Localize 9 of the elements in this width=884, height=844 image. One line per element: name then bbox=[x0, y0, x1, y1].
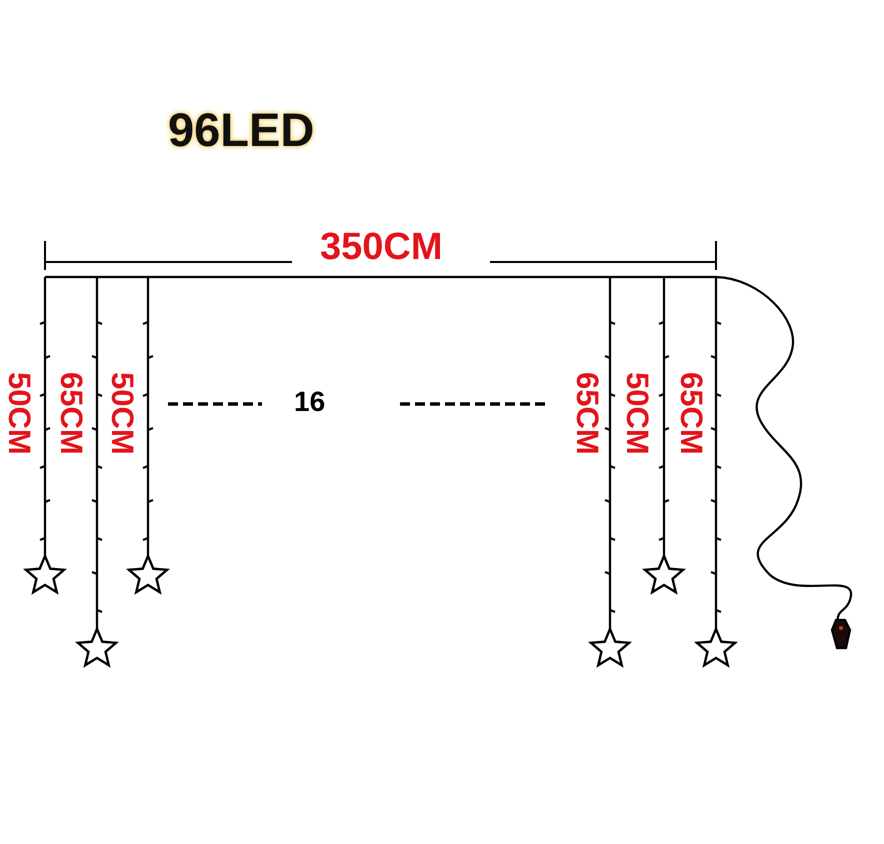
length-label: 50CM bbox=[4, 372, 35, 455]
length-label: 65CM bbox=[56, 372, 87, 455]
strand-count-label: 16 bbox=[294, 388, 326, 416]
length-label: 65CM bbox=[572, 372, 603, 455]
dimension-label: 350CM bbox=[320, 228, 442, 266]
length-label: 50CM bbox=[107, 372, 138, 455]
length-label: 65CM bbox=[676, 372, 707, 455]
length-label: 50CM bbox=[622, 372, 653, 455]
title: 96LED bbox=[168, 106, 314, 153]
